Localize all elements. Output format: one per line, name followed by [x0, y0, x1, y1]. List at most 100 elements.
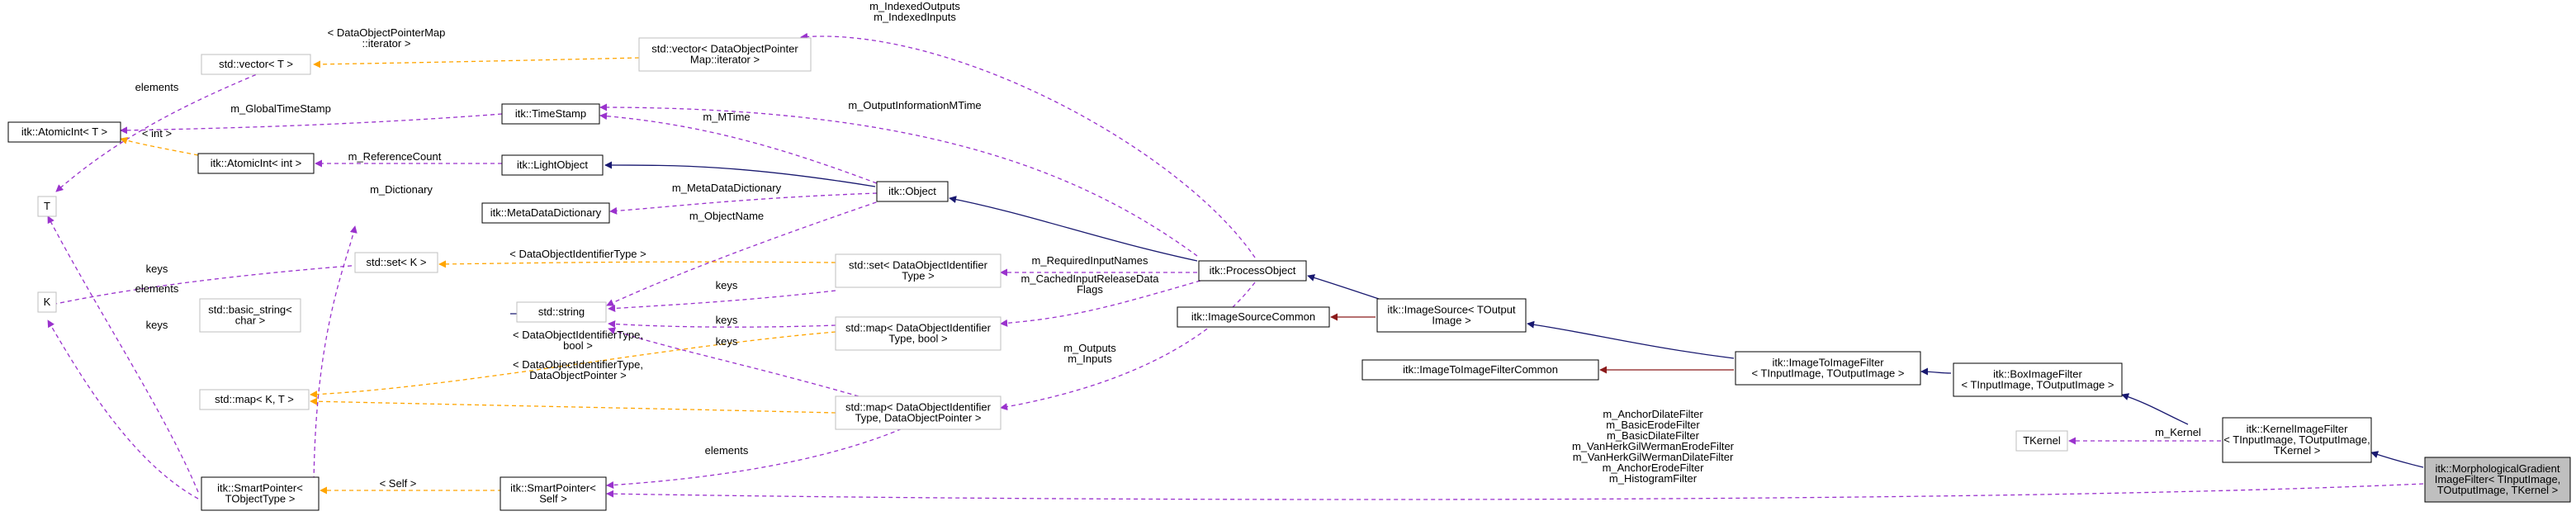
class-node-processobject[interactable]: itk::ProcessObject: [1198, 260, 1307, 282]
class-node-label: TKernel >: [2274, 444, 2321, 457]
edge-label-keys-k: keys: [146, 319, 168, 331]
class-node-box: [37, 196, 57, 217]
class-node-atomicint-t[interactable]: itk::AtomicInt< T >: [7, 121, 121, 143]
class-node-imagetoimage[interactable]: itk::ImageToImageFilter< TInputImage, TO…: [1735, 351, 1921, 386]
class-node-map-doit-dop[interactable]: std::map< DataObjectIdentifierType, Data…: [835, 395, 1002, 430]
edge-timestamp-atomicint: [120, 113, 503, 135]
edge-setdoit-string: [608, 290, 836, 312]
edge-label-text: m_Inputs: [1068, 353, 1112, 365]
class-node-box: [199, 298, 301, 333]
edge-atomicint-int-t: [120, 136, 199, 156]
edge-mapdop-smartself: [606, 425, 909, 489]
edge-label-text: m_AnchorErodeFilter: [1603, 462, 1704, 474]
edge-label-keys-string2: keys: [716, 314, 738, 326]
class-node-imagesourcecommon[interactable]: itk::ImageSourceCommon: [1177, 306, 1330, 328]
class-node-kernelimage[interactable]: itk::KernelImageFilter< TInputImage, TOu…: [2222, 417, 2372, 463]
edge-label-text: elements: [135, 282, 179, 295]
edge-label-keys-string1: keys: [716, 279, 738, 291]
edge-kernelimage-boximage: [2121, 393, 2189, 425]
edge-object-lightobject: [604, 161, 876, 187]
class-node-box: [1361, 359, 1599, 381]
class-node-map-doit-bool[interactable]: std::map< DataObjectIdentifierType, bool…: [835, 316, 1002, 351]
class-node-label: itk::ImageSource< TOutput: [1387, 304, 1516, 316]
class-node-label: itk::BoxImageFilter: [1993, 368, 2082, 381]
class-node-set-k[interactable]: std::set< K >: [354, 252, 438, 273]
class-node-box: [199, 389, 310, 410]
class-node-label: std::basic_string<: [208, 304, 292, 316]
class-node-box: [1376, 298, 1527, 333]
edge-label-text: keys: [716, 314, 738, 326]
class-node-tkernel[interactable]: TKernel: [2015, 430, 2068, 452]
edges: [47, 32, 2424, 500]
edge-processobject-mapbool: [1000, 280, 1201, 327]
class-node-label: std::map< DataObjectIdentifier: [845, 322, 992, 334]
class-node-smartptr-self[interactable]: itk::SmartPointer<Self >: [500, 476, 607, 511]
class-node-lightobject[interactable]: itk::LightObject: [501, 154, 604, 176]
class-node-box: [481, 202, 610, 224]
edge-boximage-imagetoimage: [1920, 367, 1952, 376]
class-node-label: itk::AtomicInt< int >: [211, 157, 302, 169]
class-node-string[interactable]: std::string: [516, 301, 607, 323]
class-node-set-doit[interactable]: std::set< DataObjectIdentifierType >: [835, 253, 1002, 288]
class-node-label: itk::SmartPointer<: [217, 482, 303, 495]
edge-label-text: keys: [146, 263, 168, 275]
edge-label-text: m_RequiredInputNames: [1032, 254, 1148, 267]
edge-object-string: [606, 199, 884, 306]
edge-label-refcount: m_ReferenceCount: [348, 150, 442, 163]
edge-label-text: m_MetaDataDictionary: [672, 182, 782, 194]
edge-label-text: m_IndexedOutputs: [869, 0, 960, 12]
class-node-box: [37, 291, 57, 313]
class-node-vector-dop[interactable]: std::vector< DataObjectPointerMap::itera…: [638, 37, 812, 72]
edge-label-self: < Self >: [380, 477, 417, 490]
class-node-basic-string[interactable]: std::basic_string<char >: [199, 298, 301, 333]
class-node-box: [197, 153, 315, 174]
class-node-timestamp[interactable]: itk::TimeStamp: [501, 103, 600, 125]
class-node-imagetoimagecommon[interactable]: itk::ImageToImageFilterCommon: [1361, 359, 1599, 381]
class-node-label: itk::LightObject: [517, 159, 588, 171]
edge-label-text: m_Outputs: [1063, 342, 1116, 354]
edge-label-text: elements: [135, 81, 179, 93]
edge-mapdop-string: [608, 327, 859, 397]
class-node-box: [354, 252, 438, 273]
class-node-label: < TInputImage, TOutputImage >: [1751, 367, 1904, 380]
class-node-boximage[interactable]: itk::BoxImageFilter< TInputImage, TOutpu…: [1953, 362, 2123, 397]
class-node-imagesource[interactable]: itk::ImageSource< TOutputImage >: [1376, 298, 1527, 333]
class-node-object[interactable]: itk::Object: [876, 181, 949, 202]
class-node-box: [2222, 417, 2372, 463]
edge-label-text: m_CachedInputReleaseData: [1021, 272, 1160, 285]
edge-label-doit-type: < DataObjectIdentifierType >: [509, 248, 646, 260]
edge-label-text: < DataObjectIdentifierType,: [513, 329, 643, 341]
class-node-label: < TInputImage, TOutputImage >: [1961, 379, 2114, 391]
class-node-k[interactable]: K: [37, 291, 57, 313]
class-node-t[interactable]: T: [37, 196, 57, 217]
class-node-metadatadict[interactable]: itk::MetaDataDictionary: [481, 202, 610, 224]
edge-label-text: m_Dictionary: [370, 183, 433, 196]
edge-mapkt-t: [47, 215, 199, 493]
class-node-box: [835, 253, 1002, 288]
edge-object-metadatadict: [609, 192, 878, 215]
class-node-map-kt[interactable]: std::map< K, T >: [199, 389, 310, 410]
class-node-label: K: [44, 296, 51, 308]
edge-label-text: m_ObjectName: [689, 210, 764, 222]
edge-morph-kernelimage: [2370, 451, 2424, 468]
class-node-box: [201, 476, 320, 511]
class-node-label: Self >: [539, 493, 567, 505]
edge-label-dopmap-it: < DataObjectPointerMap::iterator >: [328, 26, 446, 50]
class-node-label: T: [44, 200, 50, 212]
class-node-vector-t[interactable]: std::vector< T >: [201, 54, 311, 75]
edge-label-elements-t: elements: [135, 282, 179, 295]
edge-label-text: keys: [716, 335, 738, 348]
edge-label-text: m_OutputInformationMTime: [848, 99, 981, 111]
class-node-label: itk::ImageToImageFilter: [1772, 357, 1884, 369]
class-node-label: std::string: [538, 305, 585, 318]
class-node-label: TOutputImage, TKernel >: [2437, 484, 2559, 496]
class-node-box: [835, 395, 1002, 430]
edge-vectordop-vectort: [313, 57, 640, 69]
class-node-smartptr-tot[interactable]: itk::SmartPointer<TObjectType >: [201, 476, 320, 511]
edge-mapbool-string: [608, 320, 836, 329]
edge-label-text: < Self >: [380, 477, 417, 490]
class-node-atomicint-int[interactable]: itk::AtomicInt< int >: [197, 153, 315, 174]
